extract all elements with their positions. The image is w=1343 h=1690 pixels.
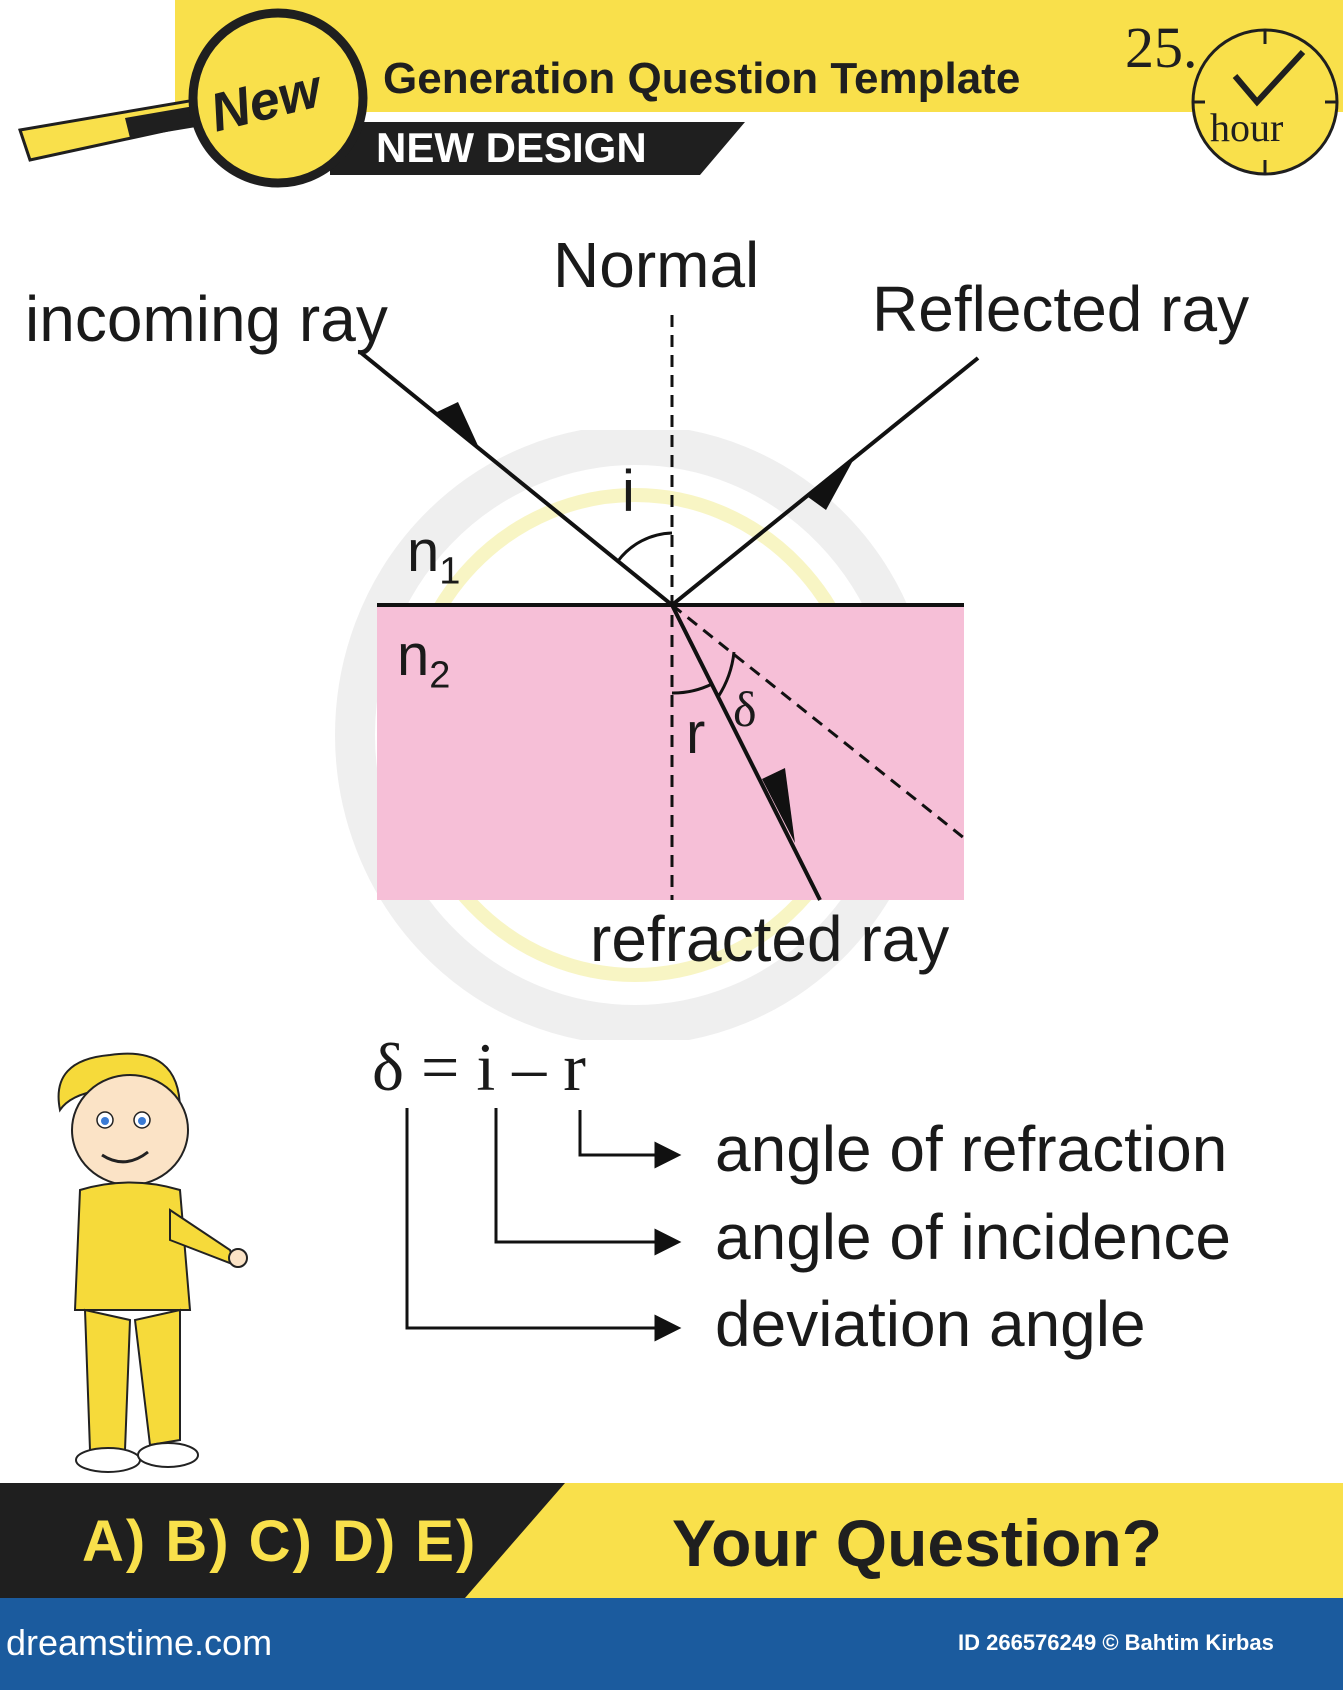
medium-1-subscript: 1 xyxy=(439,550,461,593)
timer-number: 25. xyxy=(1125,15,1198,80)
header-title: Generation Question Template xyxy=(383,54,1021,103)
connector-refraction xyxy=(578,1110,682,1169)
angle-r-label: r xyxy=(686,701,706,766)
refracted-ray-arrow xyxy=(762,768,795,843)
angle-delta-arc xyxy=(716,651,736,698)
deviation-formula: δ = i – r xyxy=(372,1029,586,1105)
incoming-ray xyxy=(358,350,674,607)
header-subtitle: NEW DESIGN xyxy=(376,124,647,171)
medium-2-subscript: 2 xyxy=(429,654,451,697)
footer-banner xyxy=(0,1483,1343,1598)
reflected-ray xyxy=(670,356,980,607)
reflected-ray-arrow xyxy=(808,455,856,510)
medium-1-label: n1 xyxy=(407,518,460,594)
medium-2-block xyxy=(377,605,964,900)
normal-label: Normal xyxy=(553,229,760,301)
legend-angle-of-refraction: angle of refraction xyxy=(715,1113,1228,1185)
question-prompt: Your Question? xyxy=(672,1506,1163,1580)
connector-deviation xyxy=(405,1108,682,1342)
angle-i-label: i xyxy=(622,459,635,524)
angle-i-arc xyxy=(616,531,673,562)
legend-deviation-angle: deviation angle xyxy=(715,1288,1146,1360)
legend-angle-of-incidence: angle of incidence xyxy=(715,1201,1231,1273)
timer-unit: hour xyxy=(1210,105,1284,150)
incoming-ray-label: incoming ray xyxy=(25,283,388,355)
medium-1-symbol: n xyxy=(407,519,440,584)
refracted-ray xyxy=(670,604,822,901)
brand-bar xyxy=(0,1598,1343,1690)
refracted-ray-label: refracted ray xyxy=(590,903,950,975)
angle-delta-label: δ xyxy=(733,681,757,737)
medium-2-label: n2 xyxy=(397,622,450,698)
timer-clock-icon xyxy=(1191,28,1339,176)
brand-name: dreamstime.com xyxy=(6,1622,273,1663)
incoming-ray-arrow xyxy=(437,402,480,450)
refraction-diagram xyxy=(358,315,980,1342)
header-banner xyxy=(0,0,1343,188)
incident-extension-line xyxy=(671,603,965,840)
reflected-ray-label: Reflected ray xyxy=(872,273,1250,345)
connector-incidence xyxy=(494,1108,682,1256)
medium-2-symbol: n xyxy=(397,623,430,688)
image-credit: ID 266576249 © Bahtim Kirbas xyxy=(958,1630,1274,1655)
boy-character-illustration xyxy=(57,1052,248,1473)
angle-r-arc xyxy=(671,682,713,695)
answer-options: A) B) C) D) E) xyxy=(82,1509,478,1574)
